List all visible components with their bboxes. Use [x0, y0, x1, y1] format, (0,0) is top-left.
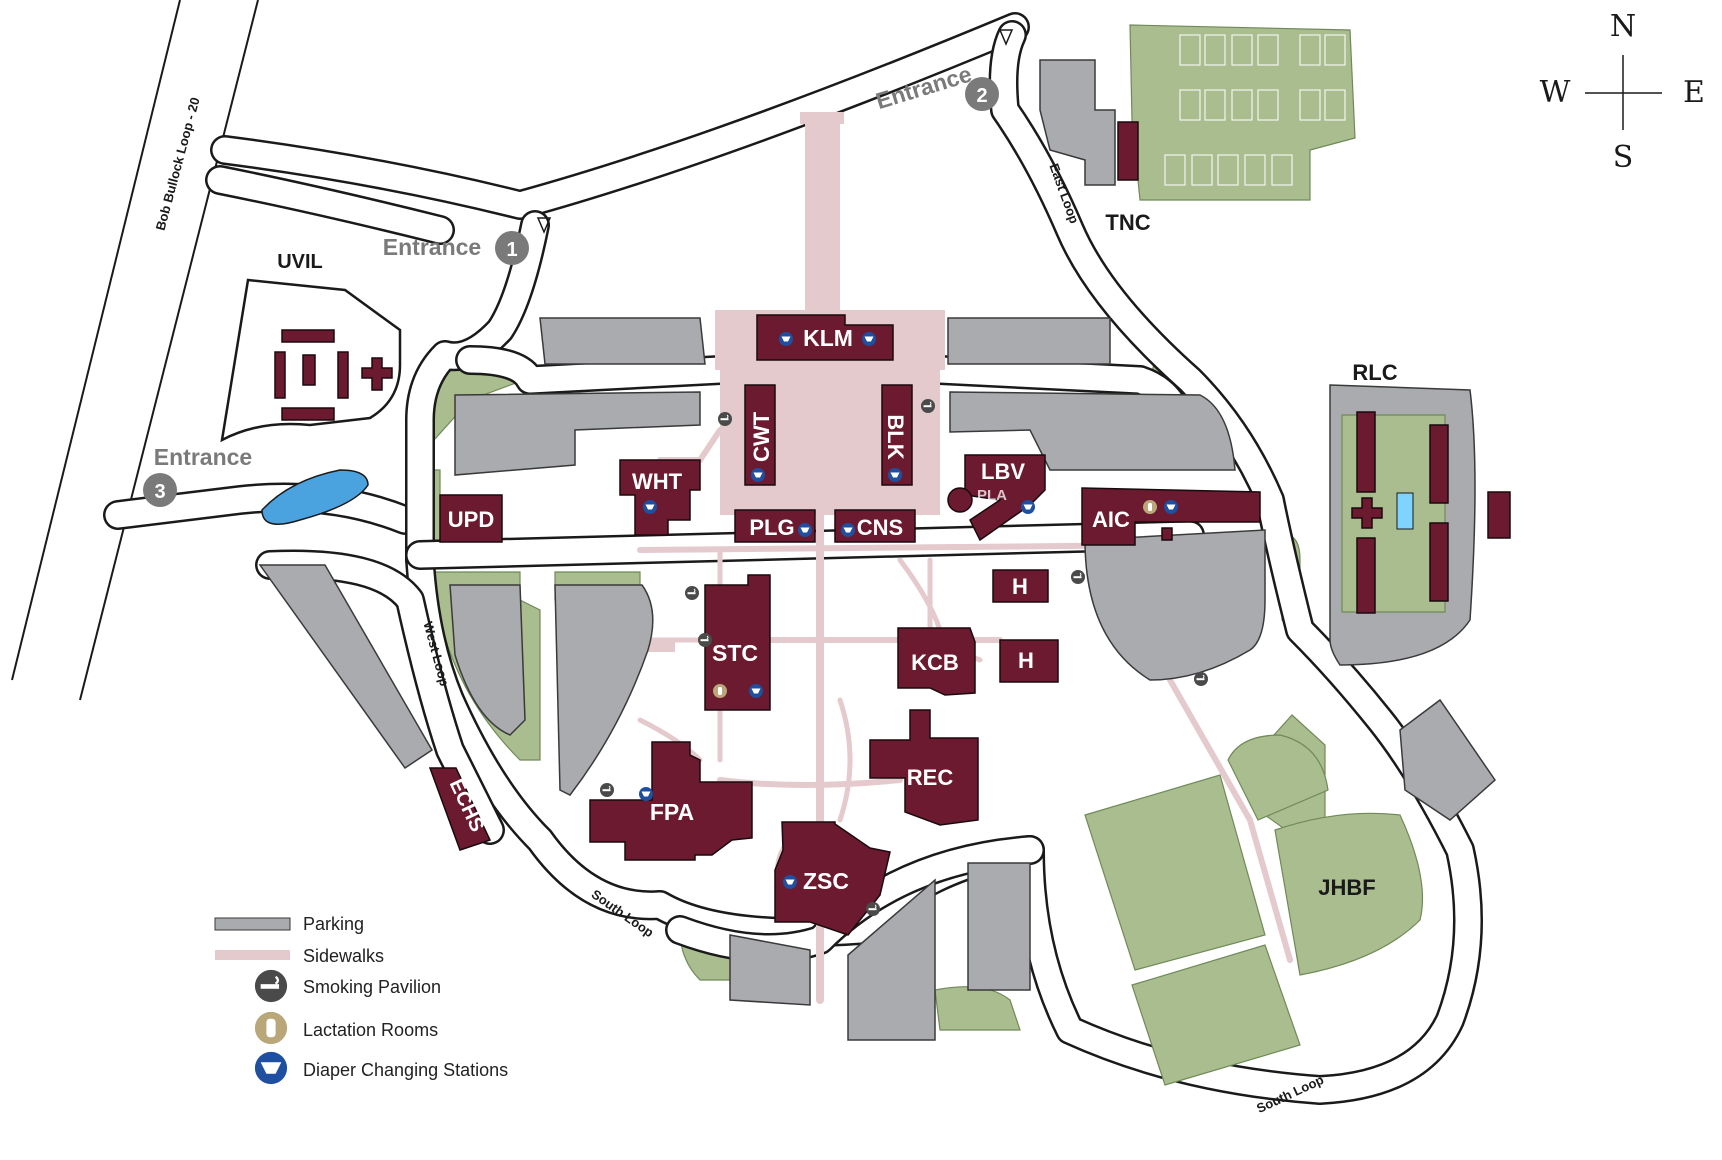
- label-cns: CNS: [857, 515, 903, 540]
- entrance-1-label: Entrance: [383, 234, 481, 260]
- entrance-1-number: 1: [506, 239, 517, 261]
- diaper-changing-icon: [751, 468, 765, 482]
- diaper-changing-icon: [1164, 500, 1178, 514]
- label-klm: KLM: [803, 325, 853, 351]
- smoking-pavilion-icon: [865, 901, 881, 917]
- entrance-3-number: 3: [154, 481, 165, 503]
- label-fpa: FPA: [650, 799, 694, 825]
- label-cwt: CWT: [749, 411, 774, 462]
- uvil-complex: [220, 278, 402, 443]
- diaper-changing-icon: [254, 1051, 288, 1085]
- smoking-pavilion-icon: [920, 398, 936, 414]
- diaper-changing-icon: [798, 523, 812, 537]
- tnc-rlc-buildings: [1117, 121, 1511, 614]
- label-stc: STC: [712, 640, 758, 666]
- smoking-pavilion-icon: [717, 411, 733, 427]
- label-tnc: TNC: [1105, 210, 1150, 235]
- building-zsc[interactable]: [774, 821, 891, 936]
- label-h2: H: [1018, 648, 1034, 673]
- campus-buildings: [428, 314, 1261, 936]
- legend-parking-swatch: [214, 917, 291, 931]
- smoking-pavilion-icon: [599, 782, 615, 798]
- building-klm[interactable]: [756, 314, 894, 361]
- smoking-pavilion-icon: [697, 632, 713, 648]
- building-fpa[interactable]: [589, 741, 753, 861]
- diaper-changing-icon: [643, 500, 657, 514]
- road-label-bob-bullock: Bob Bullock Loop - 20: [153, 96, 203, 232]
- legend-lactation-label: Lactation Rooms: [303, 1020, 438, 1040]
- label-rlc: RLC: [1352, 360, 1397, 385]
- legend-sidewalk-swatch: [215, 950, 290, 960]
- smoking-pavilion-icon: [1193, 671, 1209, 687]
- diaper-changing-icon: [888, 468, 902, 482]
- building-h1[interactable]: [992, 569, 1049, 603]
- diaper-changing-icon: [779, 332, 793, 346]
- building-h2[interactable]: [999, 639, 1059, 683]
- smoking-pavilion-icon: [253, 968, 289, 1004]
- compass-west: W: [1540, 75, 1571, 110]
- label-aic: AIC: [1092, 507, 1130, 532]
- entrance-3-label: Entrance: [154, 444, 252, 470]
- building-stc[interactable]: [704, 574, 771, 711]
- legend-parking-label: Parking: [303, 914, 364, 934]
- legend-smoking-label: Smoking Pavilion: [303, 977, 441, 997]
- smoking-pavilion-icon: [684, 585, 700, 601]
- compass-east: E: [1683, 75, 1705, 110]
- lactation-room-icon: [1143, 500, 1157, 514]
- label-rec: REC: [907, 765, 954, 790]
- building-wht[interactable]: [619, 459, 701, 536]
- building-lbv[interactable]: [964, 454, 1046, 542]
- building-cwt[interactable]: [744, 384, 776, 486]
- label-uvil: UVIL: [277, 251, 323, 273]
- diaper-changing-icon: [749, 684, 763, 698]
- compass-south: S: [1613, 140, 1634, 175]
- building-upd[interactable]: [439, 494, 503, 543]
- map-legend: Parking Sidewalks Smoking Pavilion Lacta…: [214, 914, 508, 1085]
- label-zsc: ZSC: [803, 868, 849, 894]
- label-kcb: KCB: [911, 650, 959, 675]
- label-blk: BLK: [883, 414, 908, 459]
- diaper-changing-icon: [841, 523, 855, 537]
- diaper-changing-icon: [1021, 500, 1035, 514]
- diaper-changing-icon: [783, 875, 797, 889]
- label-lbv: LBV: [981, 459, 1025, 484]
- entrance-2-number: 2: [976, 85, 987, 107]
- smoking-pavilion-icon: [1070, 569, 1086, 585]
- compass-north: N: [1610, 9, 1636, 44]
- label-wht: WHT: [632, 469, 683, 494]
- building-aic[interactable]: [1081, 487, 1261, 546]
- lactation-room-icon: [254, 1011, 288, 1045]
- lactation-room-icon: [713, 684, 727, 698]
- label-jhbf: JHBF: [1318, 875, 1375, 900]
- label-pla: PLA: [977, 487, 1007, 504]
- building-rec[interactable]: [869, 709, 979, 826]
- legend-diaper-label: Diaper Changing Stations: [303, 1060, 508, 1080]
- label-upd: UPD: [448, 507, 494, 532]
- label-h1: H: [1012, 574, 1028, 599]
- building-echs[interactable]: [428, 767, 492, 851]
- compass-rose: N S W E: [1540, 9, 1705, 175]
- building-kcb[interactable]: [897, 627, 976, 696]
- label-plg: PLG: [749, 515, 794, 540]
- legend-sidewalks-label: Sidewalks: [303, 946, 384, 966]
- diaper-changing-icon: [862, 332, 876, 346]
